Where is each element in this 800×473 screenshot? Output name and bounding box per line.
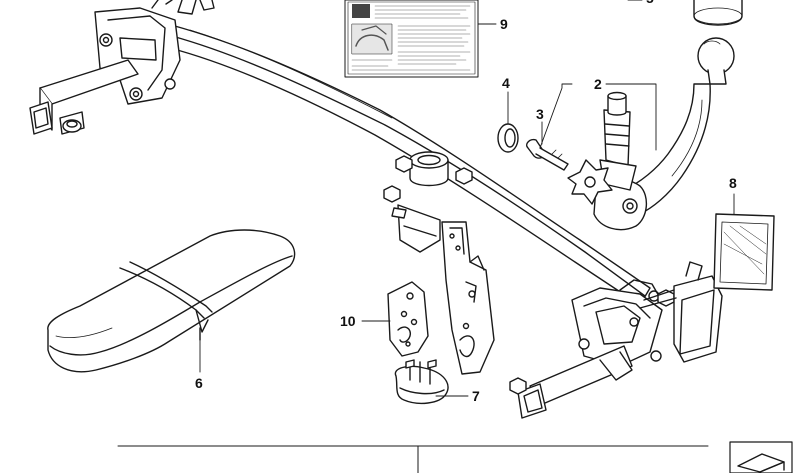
center-lower-bracket <box>391 204 441 253</box>
callout-2: 2 <box>594 76 602 92</box>
part-7-clamp <box>394 359 449 405</box>
callout-3: 3 <box>536 106 544 122</box>
star-knob <box>567 159 613 205</box>
part-9-warning-label <box>344 0 479 78</box>
bottom-rule <box>117 445 709 473</box>
center-mount-bushing <box>383 151 473 203</box>
leader-lines <box>199 0 735 397</box>
callout-6: 6 <box>195 375 203 391</box>
part-2-ball-neck <box>593 37 735 231</box>
part-8-cover-plate <box>713 213 775 291</box>
document-fold-icon <box>729 441 793 473</box>
right-side-bracket <box>571 279 675 367</box>
callout-5: 5 <box>646 0 654 6</box>
callout-4: 4 <box>502 75 510 91</box>
part-5-ball-cap <box>693 0 743 26</box>
left-receiver-tube <box>29 59 139 135</box>
left-side-bracket <box>94 0 215 105</box>
part-6-storage-bag <box>47 229 296 373</box>
part-4-retaining-ring <box>497 123 519 153</box>
part-3-lock-pin <box>526 138 569 171</box>
diagonal-support-tube <box>509 345 633 419</box>
callout-9: 9 <box>500 16 508 32</box>
tow-bar-cross-beam <box>159 21 651 306</box>
part-10-mounting-plate <box>387 281 429 357</box>
socket-mounting-plate <box>441 221 495 375</box>
callout-8: 8 <box>729 175 737 191</box>
callout-10: 10 <box>340 313 356 329</box>
right-receiver-tube <box>639 261 723 363</box>
callout-7: 7 <box>472 388 480 404</box>
